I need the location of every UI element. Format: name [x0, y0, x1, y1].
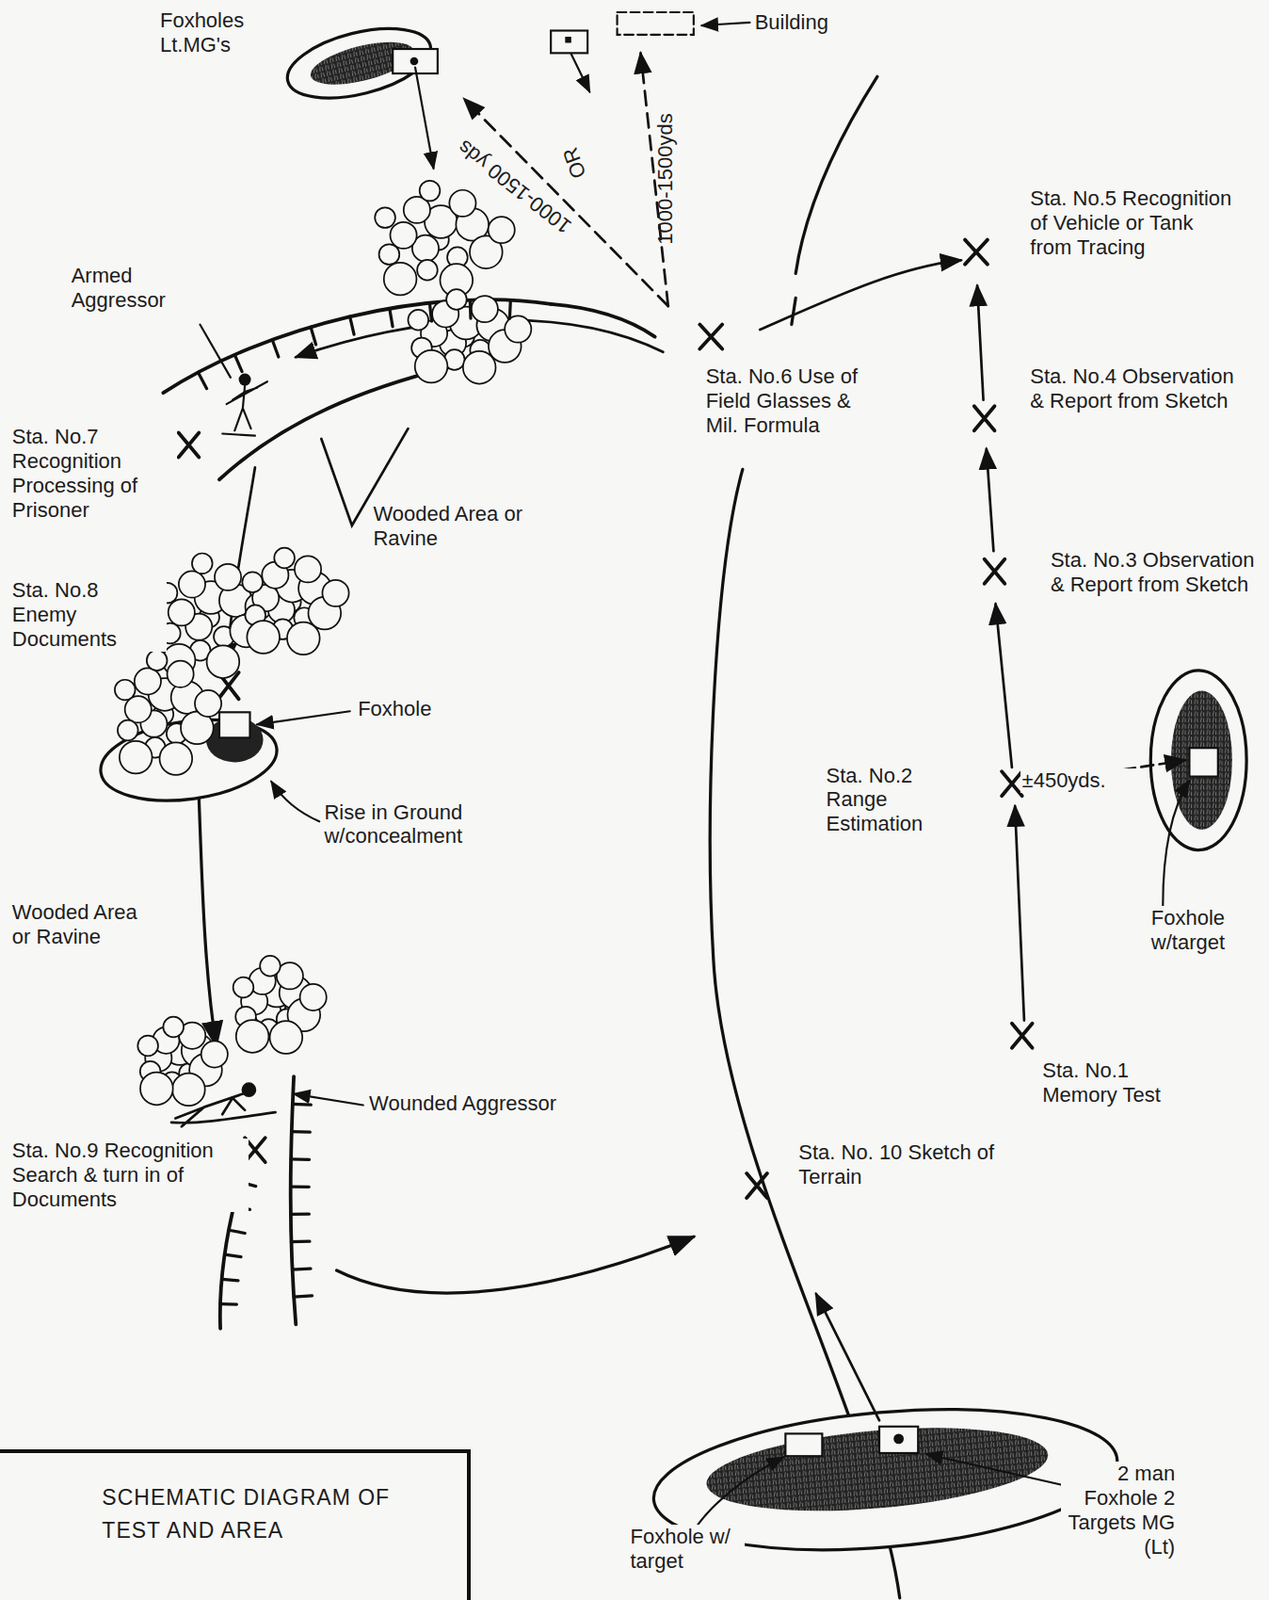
- title-box: SCHEMATIC DIAGRAM OF TEST AND AREA: [0, 1448, 471, 1600]
- map-label: Armed Aggressor: [69, 263, 227, 313]
- map-label: Wounded Aggressor: [367, 1091, 647, 1116]
- map-label: Wooded Area or Ravine: [10, 899, 147, 949]
- map-label: Foxhole w/ target: [627, 1524, 744, 1574]
- map-label: Sta. No.5 Recognition of Vehicle or Tank…: [1028, 186, 1237, 260]
- map-label: Sta. No.1 Memory Test: [1040, 1058, 1198, 1108]
- map-label: Sta. No.9 Recognition Search & turn in o…: [10, 1138, 249, 1212]
- map-label: Sta. No.8 Enemy Documents: [10, 578, 168, 652]
- map-label: Foxhole: [355, 696, 462, 722]
- map-label: ±450yds.: [1020, 768, 1137, 793]
- map-label: Foxholes Lt.MG's: [158, 8, 285, 58]
- map-label: Building: [753, 10, 880, 35]
- title: SCHEMATIC DIAGRAM OF TEST AND AREA: [0, 1452, 399, 1546]
- map-label: Sta. No.6 Use of Field Glasses & Mil. Fo…: [704, 364, 877, 438]
- distance-label: OR: [557, 143, 593, 185]
- armed-aggressor-figure: [222, 374, 268, 436]
- map-lines: [95, 12, 1247, 1598]
- map-label: Wooded Area or Ravine: [370, 501, 529, 551]
- station-marks: [178, 240, 1033, 1198]
- map-label: Sta. No.3 Observation & Report from Sket…: [1048, 547, 1257, 597]
- map-label: 2 man Foxhole 2 Targets MG (Lt): [1060, 1461, 1177, 1559]
- map-label: Foxhole w/target: [1149, 905, 1266, 955]
- map-label: Sta. No.7 Recognition Processing of Pris…: [10, 424, 177, 523]
- tree-clusters: [114, 180, 531, 1106]
- map-label: Sta. No. 10 Sketch of Terrain: [796, 1140, 1045, 1189]
- map-label: Rise in Ground w/concealment: [321, 800, 535, 850]
- distance-label: 1000-1500yds: [653, 111, 678, 246]
- map-label: Sta. No.2 Range Estimation: [824, 763, 982, 837]
- map-label: Sta. No.4 Observation & Report from Sket…: [1028, 364, 1237, 414]
